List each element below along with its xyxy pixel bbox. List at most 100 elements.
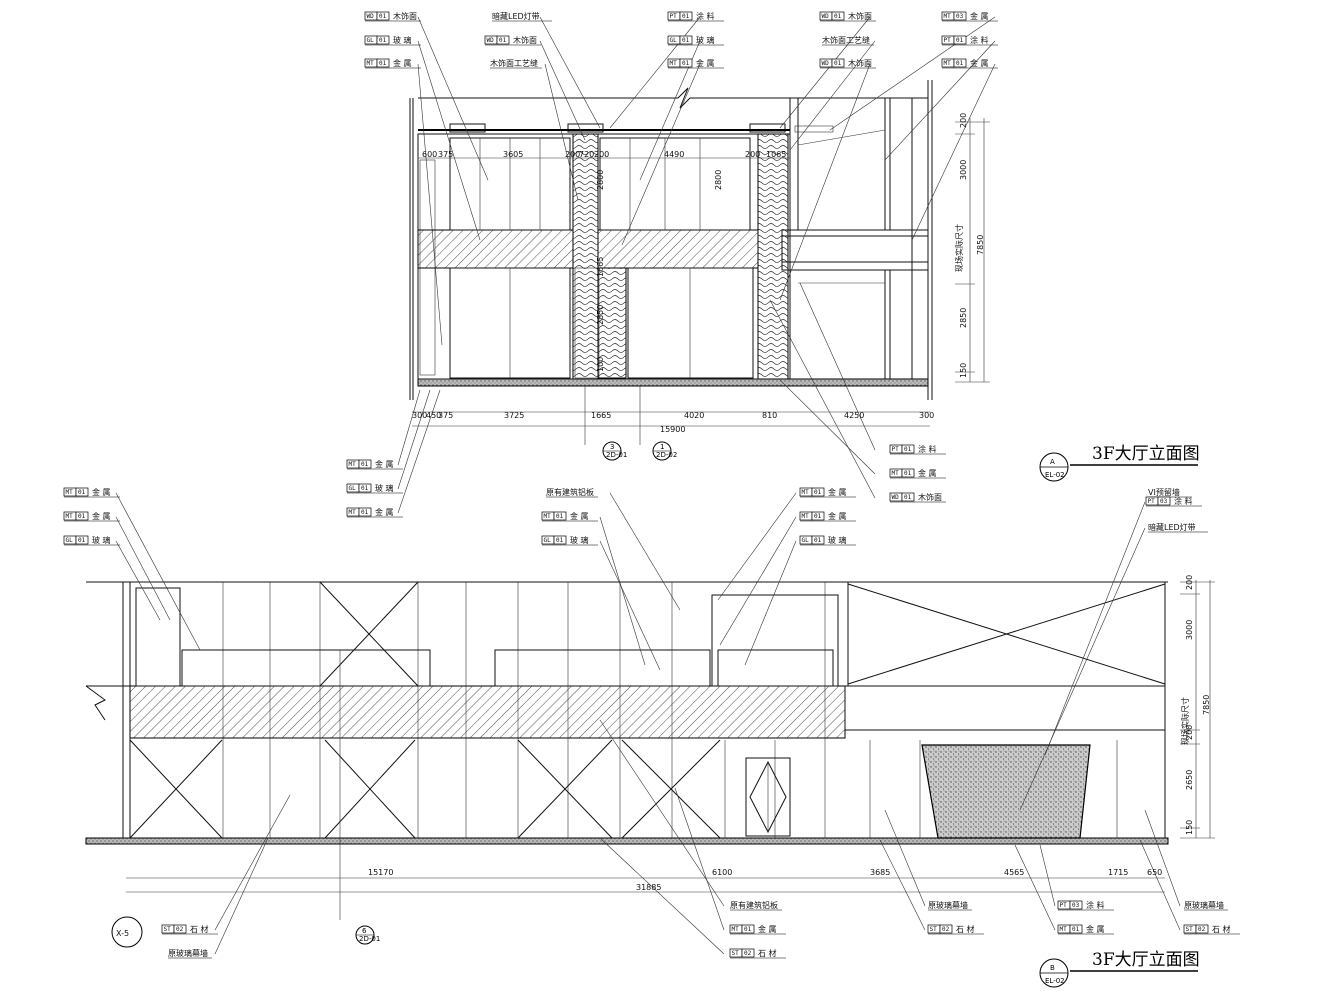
material-number: 03	[1072, 902, 1080, 909]
callout-text: 金 属	[92, 487, 111, 497]
callout-text: 金 属	[393, 58, 412, 68]
dim-b-bottom-5: 650	[1147, 868, 1162, 877]
dim-a-vert-2: 2850	[596, 305, 605, 325]
dim-a-bottom-2: 375	[438, 411, 453, 420]
material-code: MT	[367, 60, 375, 67]
dim-b-bottom-3: 4565	[1004, 868, 1024, 877]
material-number: 01	[904, 494, 912, 501]
material-number: 01	[1072, 926, 1080, 933]
material-code: PT	[670, 13, 678, 20]
elev-b-bottom-callout-5: 原玻璃幕墙	[928, 900, 972, 911]
dim-a-right-0: 200	[959, 113, 968, 128]
callout-text: 玻 璃	[92, 535, 111, 545]
callout-text: 木饰面	[393, 11, 417, 21]
dim-a-bottom-5: 4020	[684, 411, 704, 420]
dim-a-vert-1: 1665	[596, 257, 605, 277]
material-number: 01	[556, 537, 564, 544]
material-number: 02	[1198, 926, 1206, 933]
elev-a-top-callout-5: 木饰面工艺缝	[490, 58, 542, 69]
material-code: MT	[892, 470, 900, 477]
material-number: 01	[956, 60, 964, 67]
elev-b-bottom-callout-1: 原玻璃幕墙	[168, 948, 212, 959]
section-bubble-ref-0: 2D-01	[606, 451, 627, 459]
dim-b-total: 31885	[636, 883, 661, 892]
material-code: WD	[822, 13, 830, 20]
callout-text: 涂 料	[1086, 900, 1105, 910]
axis-bubble-label: X-5	[116, 929, 129, 938]
material-code: GL	[367, 37, 375, 44]
dim-a-right-2: 2850	[959, 308, 968, 328]
material-code: PT	[892, 446, 900, 453]
material-number: 01	[744, 926, 752, 933]
material-code: MT	[349, 509, 357, 516]
material-code: WD	[367, 13, 375, 20]
material-code: MT	[66, 489, 74, 496]
material-code: GL	[66, 537, 74, 544]
material-code: WD	[487, 37, 495, 44]
callout-text: 石 材	[190, 924, 209, 934]
elev-a-top-callout-10: 木饰面工艺缝	[822, 35, 874, 46]
callout-text: 金 属	[828, 487, 847, 497]
dim-a-inner-6: 4490	[664, 150, 684, 159]
callout-text: 石 材	[758, 948, 777, 958]
callout-text: 涂 料	[696, 11, 715, 21]
material-number: 01	[814, 489, 822, 496]
dim-b-right-2: 200	[1185, 725, 1194, 740]
material-number: 01	[361, 509, 369, 516]
material-code: GL	[670, 37, 678, 44]
callout-text: 金 属	[758, 924, 777, 934]
material-code: ST	[1186, 926, 1194, 933]
callout-text: 涂 料	[1174, 496, 1193, 506]
material-code: PT	[1148, 498, 1156, 505]
material-number: 01	[361, 485, 369, 492]
material-code: MT	[944, 13, 952, 20]
dim-a-inner-7: 200	[745, 150, 760, 159]
material-number: 01	[682, 60, 690, 67]
material-code: MT	[1060, 926, 1068, 933]
dim-a-bottom-6: 810	[762, 411, 777, 420]
title-bubble-b-letter: B	[1050, 964, 1055, 972]
dim-b-right-4: 150	[1185, 820, 1194, 835]
callout-text: 金 属	[570, 511, 589, 521]
dim-a-vert-right: 2800	[714, 170, 723, 190]
dim-b-bottom-2: 3685	[870, 868, 890, 877]
callout-text: 原有建筑铝板	[546, 487, 594, 497]
callout-text: 金 属	[375, 459, 394, 469]
callout-text: 玻 璃	[393, 35, 412, 45]
callout-text: 金 属	[92, 511, 111, 521]
site-note-a: 现场实际尺寸	[954, 224, 964, 272]
site-note-b: 现场实际尺寸	[1180, 697, 1190, 745]
callout-text: 木饰面工艺缝	[822, 35, 870, 45]
callout-text: 金 属	[918, 468, 937, 478]
elev-b-top-callout-3: 原有建筑铝板	[546, 487, 598, 498]
material-number: 01	[361, 461, 369, 468]
callout-text: 石 材	[956, 924, 975, 934]
dim-b-right-1: 3000	[1185, 620, 1194, 640]
dim-a-bottom-4: 1665	[591, 411, 611, 420]
leader-lines	[115, 16, 1181, 955]
material-number: 01	[904, 446, 912, 453]
material-code: PT	[944, 37, 952, 44]
elev-a-top-callout-3: 暗藏LED灯带	[492, 11, 552, 22]
callout-text: 暗藏LED灯带	[1148, 522, 1196, 532]
dim-a-inner-5: 200	[594, 150, 609, 159]
material-code: MT	[544, 513, 552, 520]
dim-a-inner-1: 375	[438, 150, 453, 159]
material-number: 01	[682, 37, 690, 44]
title-bubble-a-ref: EL-02	[1045, 471, 1065, 479]
material-number: 02	[744, 950, 752, 957]
